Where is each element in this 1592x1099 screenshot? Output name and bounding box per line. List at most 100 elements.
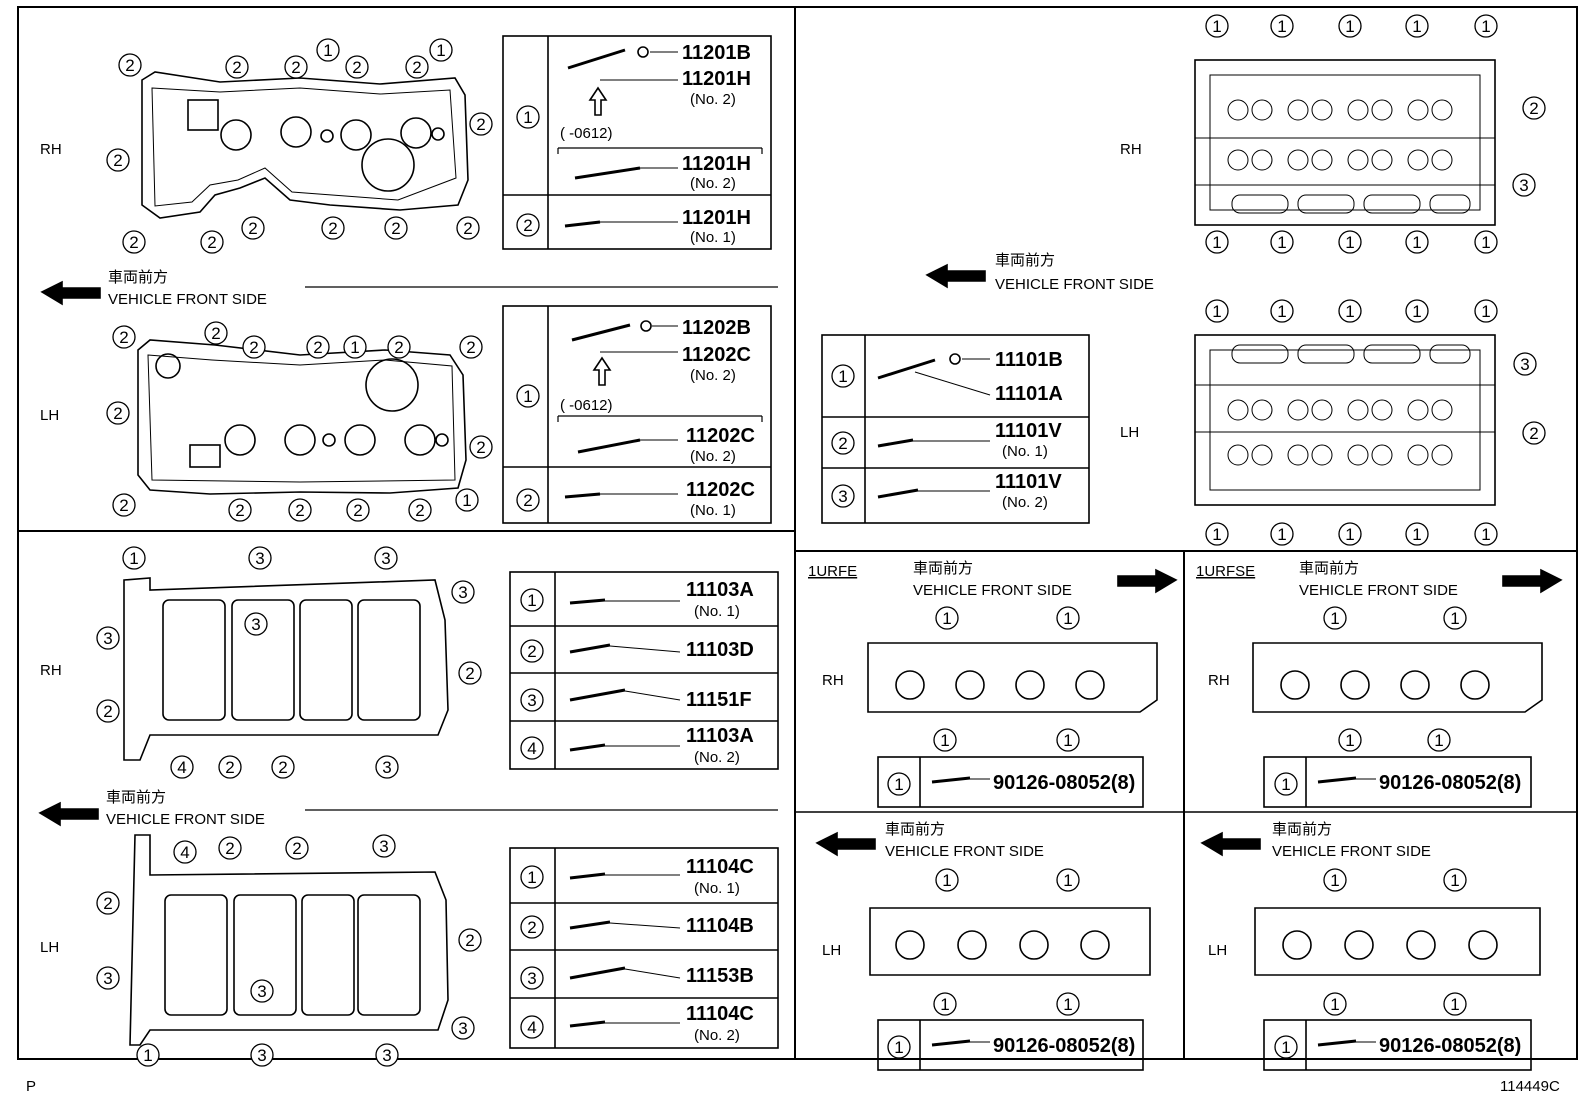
front-en-7: VEHICLE FRONT SIDE: [1272, 843, 1431, 860]
callout-number: 2: [527, 642, 536, 661]
callout-number: 4: [180, 843, 189, 862]
front-arrow-left-top: [40, 280, 101, 306]
callout-number: 1: [1281, 775, 1290, 794]
callout-number: 3: [382, 1046, 391, 1065]
callout-circle: [520, 736, 544, 760]
callout-circle: [520, 1015, 544, 1039]
callout-number: 1: [894, 775, 903, 794]
lh-label-urfse: LH: [1208, 942, 1227, 959]
callout-circle: [469, 112, 493, 136]
callout-number: 3: [103, 629, 112, 648]
callout-number: 4: [177, 758, 186, 777]
callout-circle: [1270, 14, 1294, 38]
callout-circle: [456, 216, 480, 240]
front-jp-6: 車両前方: [885, 821, 945, 838]
head-r2-a: 11101V: [995, 420, 1062, 442]
lh-cover-r1-range: ( -0612): [560, 397, 613, 414]
rh-label-cover: RH: [40, 141, 62, 158]
stud-tables: [877, 756, 1532, 1071]
rh-label-head: RH: [1120, 141, 1142, 158]
callout-number: 1: [143, 1046, 152, 1065]
callout-number: 1: [1063, 731, 1072, 750]
callout-number: 2: [527, 918, 536, 937]
front-jp-4: 車両前方: [913, 560, 973, 577]
callout-circle: [372, 834, 396, 858]
callout-number: 1: [1063, 609, 1072, 628]
callout-number: 2: [292, 839, 301, 858]
callout-circle: [1338, 299, 1362, 323]
callout-number: 3: [458, 583, 467, 602]
callout-circle: [250, 1043, 274, 1067]
footer-left: P: [26, 1078, 37, 1095]
callout-circle: [1405, 14, 1429, 38]
callout-number: 1: [1277, 233, 1286, 252]
rh-case-1-sub: (No. 1): [694, 603, 740, 620]
callout-circle: [250, 979, 274, 1003]
head-r3-a: 11101V: [995, 471, 1062, 493]
lh-cover-table: [502, 305, 772, 524]
callout-circle: [346, 498, 370, 522]
callout-number: 1: [527, 591, 536, 610]
callout-circle: [96, 626, 120, 650]
callout-number: 1: [942, 609, 951, 628]
callout-number: 1: [894, 1038, 903, 1057]
front-arrow-urfse-lh: [1200, 831, 1261, 857]
callout-number: 2: [328, 219, 337, 238]
callout-circle: [887, 1035, 911, 1059]
callout-number: 1: [1450, 995, 1459, 1014]
engine-urfe: 1URFE: [808, 563, 857, 580]
callout-circle: [1405, 522, 1429, 546]
callout-number: 1: [527, 868, 536, 887]
front-arrow-urfe-lh: [815, 831, 876, 857]
rh-head-cover-drawing: [141, 71, 469, 219]
front-en-6: VEHICLE FRONT SIDE: [885, 843, 1044, 860]
callout-circle: [244, 612, 268, 636]
callout-circle: [218, 836, 242, 860]
callout-number: 1: [1330, 871, 1339, 890]
callout-number: 1: [129, 549, 138, 568]
lh-cover-r2-a-sub: (No. 1): [690, 502, 736, 519]
callout-circle: [225, 55, 249, 79]
rh-label-case: RH: [40, 662, 62, 679]
callout-number: 1: [1063, 995, 1072, 1014]
callout-circle: [459, 335, 483, 359]
callout-number: 1: [1277, 17, 1286, 36]
lh-cover-r1-a: 11202B: [682, 317, 751, 339]
callout-circle: [96, 891, 120, 915]
callout-circle: [520, 966, 544, 990]
callout-number: 1: [1212, 302, 1221, 321]
callout-number: 3: [251, 615, 260, 634]
rh-cam-housing-drawing: [123, 577, 449, 761]
callout-circle: [112, 493, 136, 517]
callout-circle: [170, 755, 194, 779]
callout-circle: [520, 915, 544, 939]
front-jp-3: 車両前方: [995, 252, 1055, 269]
callout-number: 1: [1450, 609, 1459, 628]
callout-number: 2: [278, 758, 287, 777]
callout-circle: [1056, 992, 1080, 1016]
callout-number: 1: [940, 995, 949, 1014]
callout-number: 2: [476, 438, 485, 457]
callout-number: 1: [1345, 17, 1354, 36]
front-arrow-urfse-right: [1502, 568, 1563, 594]
callout-number: 1: [1212, 525, 1221, 544]
callout-circle: [271, 755, 295, 779]
lh-case-2: 11104B: [686, 915, 754, 937]
callout-number: 1: [1412, 17, 1421, 36]
callout-circle: [520, 639, 544, 663]
callout-number: 2: [129, 233, 138, 252]
rh-case-4-sub: (No. 2): [694, 749, 740, 766]
callout-circle: [228, 498, 252, 522]
rh-case-table: [509, 571, 779, 770]
front-arrow-left-mid: [38, 801, 99, 827]
rh-cover-table: [502, 35, 772, 250]
callout-number: 2: [235, 501, 244, 520]
urfse-lh-head: [1254, 907, 1541, 976]
callout-circle: [887, 772, 911, 796]
callout-circle: [1338, 728, 1362, 752]
callout-number: 2: [119, 496, 128, 515]
callout-number: 2: [291, 58, 300, 77]
callout-circle: [1427, 728, 1451, 752]
lh-case-3: 11153B: [686, 965, 754, 987]
callout-number: 2: [415, 501, 424, 520]
